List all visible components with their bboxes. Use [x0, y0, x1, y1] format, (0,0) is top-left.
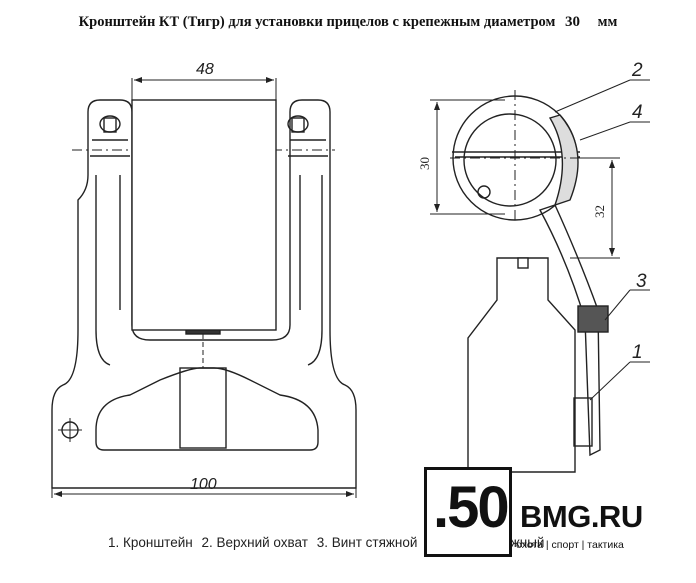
dimension-100 [51, 488, 357, 498]
dim-label-48: 48 [196, 61, 214, 78]
callout-3: 3 [636, 271, 647, 292]
title-unit: мм [597, 14, 618, 30]
callout-4: 4 [632, 102, 643, 123]
brand-logo: .50 BMG.RU охота | спорт | тактика [424, 467, 696, 557]
logo-box: .50 [424, 467, 512, 557]
dim-label-32: 32 [592, 205, 607, 218]
logo-number: .50 [433, 475, 510, 540]
dimension-32 [570, 157, 620, 259]
title-text: Кронштейн КТ (Тигр) для установки прицел… [78, 14, 556, 30]
ring-inner [463, 113, 557, 207]
legend-item-1: 1. Кронштейн [108, 535, 193, 550]
side-view [450, 90, 609, 473]
legend-item-3: 3. Винт стяжной [316, 535, 418, 550]
logo-tagline: охота | спорт | тактика [516, 539, 624, 551]
dimension-30 [430, 99, 505, 215]
dim-label-30: 30 [417, 157, 432, 170]
logo-site: BMG.RU [520, 499, 643, 534]
callout-1: 1 [632, 342, 643, 363]
title-diameter: 30 [565, 14, 580, 30]
callout-2: 2 [631, 60, 643, 81]
front-view [51, 80, 357, 489]
dimension-48 [131, 77, 277, 98]
page-title: Кронштейн КТ (Тигр) для установки прицел… [0, 14, 696, 31]
legend-item-2: 2. Верхний охват [201, 535, 308, 550]
bracket-arm [538, 204, 601, 457]
mount-block [467, 257, 576, 473]
dim-label-100: 100 [190, 476, 217, 493]
callout-leaders [554, 79, 650, 401]
